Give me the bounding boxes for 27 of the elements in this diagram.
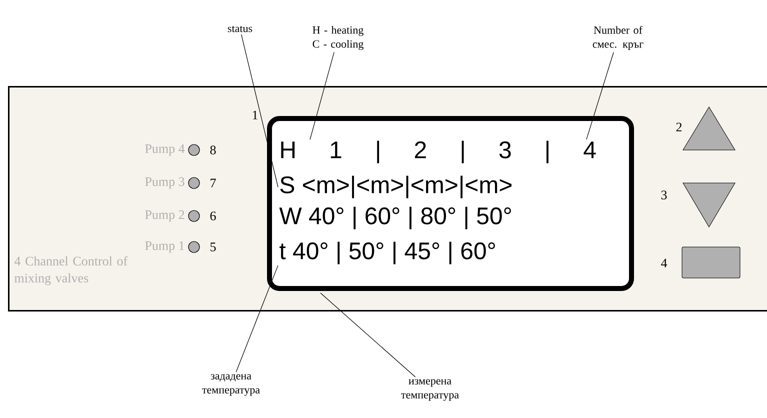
number-label: 7 bbox=[210, 178, 216, 188]
leader-line bbox=[310, 52, 334, 140]
number-label: 3 bbox=[661, 190, 667, 200]
number-label: 6 bbox=[210, 212, 216, 220]
number-label: 8 bbox=[210, 146, 216, 154]
number-label: 5 bbox=[210, 242, 216, 252]
lcd-display bbox=[267, 116, 634, 291]
display-row: W 40° | 60° | 80° | 50° bbox=[279, 206, 511, 230]
callout-text: зададена температура bbox=[202, 374, 260, 396]
number-label: 1 bbox=[252, 110, 258, 120]
pump-label: Pump 2 bbox=[145, 210, 184, 222]
leader-line bbox=[586, 52, 614, 140]
display-row: t 40° | 50° | 45° | 60° bbox=[280, 242, 495, 264]
number-label: 4 bbox=[661, 258, 668, 268]
leader-line bbox=[236, 265, 278, 372]
leader-line bbox=[240, 34, 278, 188]
callout-text: Number of смес. кръг bbox=[592, 26, 644, 50]
pump-label: Pump 4 bbox=[145, 144, 185, 156]
leader-line bbox=[320, 292, 416, 378]
callout-text: status bbox=[228, 26, 252, 32]
display-row: S <m>|<m>|<m>|<m> bbox=[280, 176, 512, 198]
pump-label: Pump 1 bbox=[145, 241, 184, 253]
callout-text: H - heating C - cooling bbox=[312, 26, 364, 50]
pump-label: Pump 3 bbox=[145, 177, 184, 189]
display-row: H 1 | 2 | 3 | 4 bbox=[281, 140, 596, 164]
callout-text: измерена температура bbox=[401, 379, 459, 401]
number-label: 2 bbox=[676, 122, 682, 132]
